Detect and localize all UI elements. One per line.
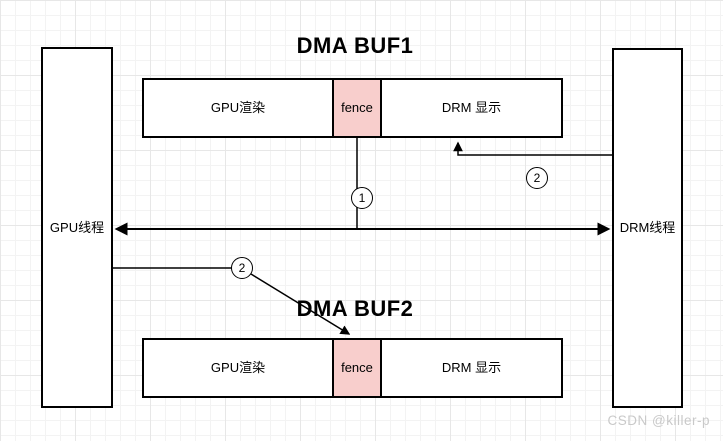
step1-badge: 1 (351, 187, 373, 209)
buf1-fence-box: fence (332, 78, 382, 138)
watermark: CSDN @killer-p (607, 413, 710, 428)
gpu-thread-label: GPU线程 (49, 219, 105, 235)
drm-thread-box: DRM线程 (612, 48, 683, 408)
drm-flip-arrow (453, 141, 612, 156)
buf2-fence-label: fence (341, 360, 373, 376)
step2-badge-bottom: 2 (231, 257, 253, 279)
drm-thread-label: DRM线程 (619, 220, 676, 236)
buf1-drm-display-label: DRM 显示 (441, 100, 502, 116)
buf2-gpu-render-label: GPU渲染 (210, 360, 266, 376)
dma-buf1-title: DMA BUF1 (296, 33, 414, 58)
gpu-thread-box: GPU线程 (41, 47, 113, 408)
buf1-fence-label: fence (341, 100, 373, 116)
buf1-gpu-render-label: GPU渲染 (210, 100, 266, 116)
buf2-drm-display-box: DRM 显示 (380, 338, 563, 398)
step1-badge-label: 1 (358, 191, 366, 205)
buf2-gpu-render-box: GPU渲染 (142, 338, 334, 398)
buf1-gpu-render-box: GPU渲染 (142, 78, 334, 138)
dma-buf2-title: DMA BUF2 (296, 296, 414, 321)
buf2-fence-box: fence (332, 338, 382, 398)
step2-badge-top-label: 2 (533, 171, 541, 185)
step2-badge-bottom-label: 2 (238, 261, 246, 275)
step2-badge-top: 2 (526, 167, 548, 189)
buf2-drm-display-label: DRM 显示 (441, 360, 502, 376)
buf1-drm-display-box: DRM 显示 (380, 78, 563, 138)
